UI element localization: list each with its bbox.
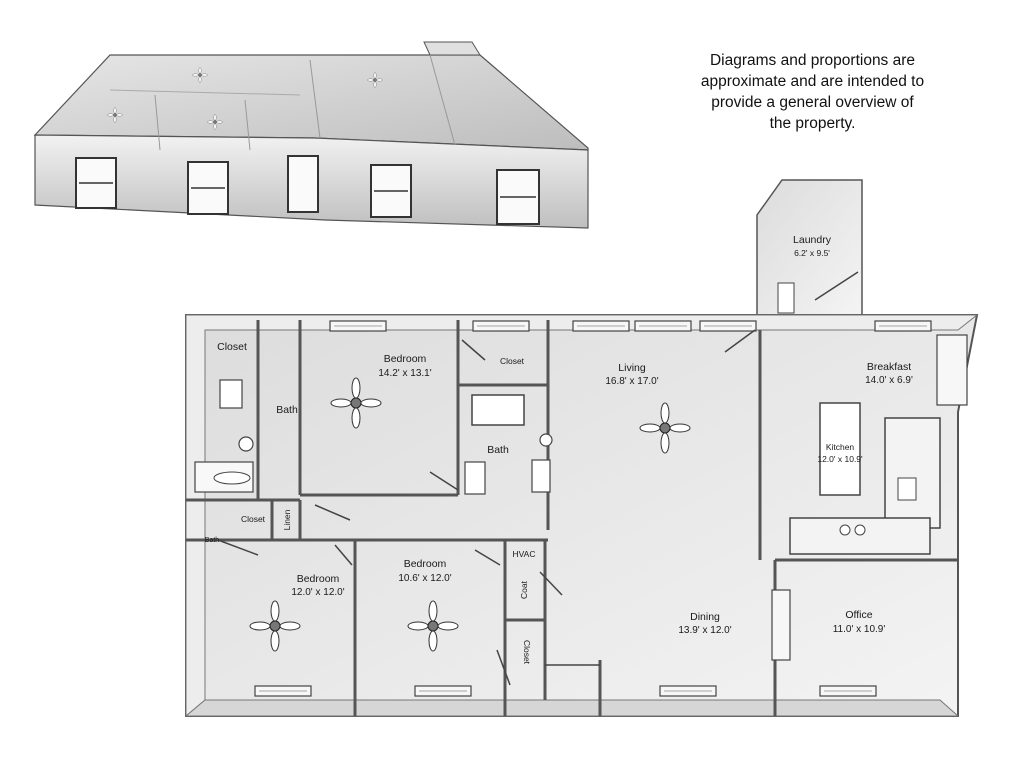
closet-bed-3-label: Closet [522,640,532,665]
living-label: Living [618,362,646,374]
bath-master-label: Bath [276,404,298,416]
closet-hall-label: Closet [241,514,266,524]
bedroom-3-label: Bedroom [404,558,447,570]
exterior-front-door [287,155,319,213]
room-labels: Laundry 6.2' x 9.5' Closet Bedroom 14.2'… [205,234,913,665]
hvac-label: HVAC [513,549,536,559]
master-bathtub [471,394,525,426]
dining-label: Dining [690,611,720,623]
bedroom-master-label: Bedroom [384,353,427,365]
dining-dims: 13.9' x 12.0' [678,625,731,636]
laundry-label: Laundry [793,234,832,246]
closet-master-label: Closet [217,341,247,353]
closet-bed-a-label: Closet [500,356,525,366]
disclaimer-note: Diagrams and proportions are approximate… [680,50,945,134]
office-label: Office [845,609,872,621]
linen-label: Linen [282,509,292,530]
bedroom-2-label: Bedroom [297,573,340,585]
floor-plan [184,179,979,718]
bedroom-master-dims: 14.2' x 13.1' [378,368,431,379]
exterior-3d-view [33,41,589,229]
disclaimer-line-1: Diagrams and proportions are [709,52,916,69]
breakfast-label: Breakfast [867,361,911,373]
bath-hall-label: Bath [487,444,509,456]
living-dims: 16.8' x 17.0' [605,376,658,387]
bedroom-2-dims: 12.0' x 12.0' [291,587,344,598]
house-outline [185,314,979,717]
exterior-laundry-bump [423,41,481,56]
kitchen-label: Kitchen [826,442,855,452]
disclaimer-line-4: the property. [769,115,856,132]
kitchen-island [819,402,861,496]
disclaimer-line-2: approximate and are intended to [700,73,925,90]
laundry-dims: 6.2' x 9.5' [794,248,830,258]
kitchen-dims: 12.0' x 10.9' [817,454,863,464]
coat-label: Coat [519,580,529,599]
disclaimer-line-3: provide a general overview of [711,94,914,111]
bedroom-3-dims: 10.6' x 12.0' [398,573,451,584]
bath-small-label: Bath [205,537,220,544]
breakfast-dims: 14.0' x 6.9' [865,375,913,386]
office-dims: 11.0' x 10.9' [833,624,886,635]
kitchen-counter [884,417,941,529]
